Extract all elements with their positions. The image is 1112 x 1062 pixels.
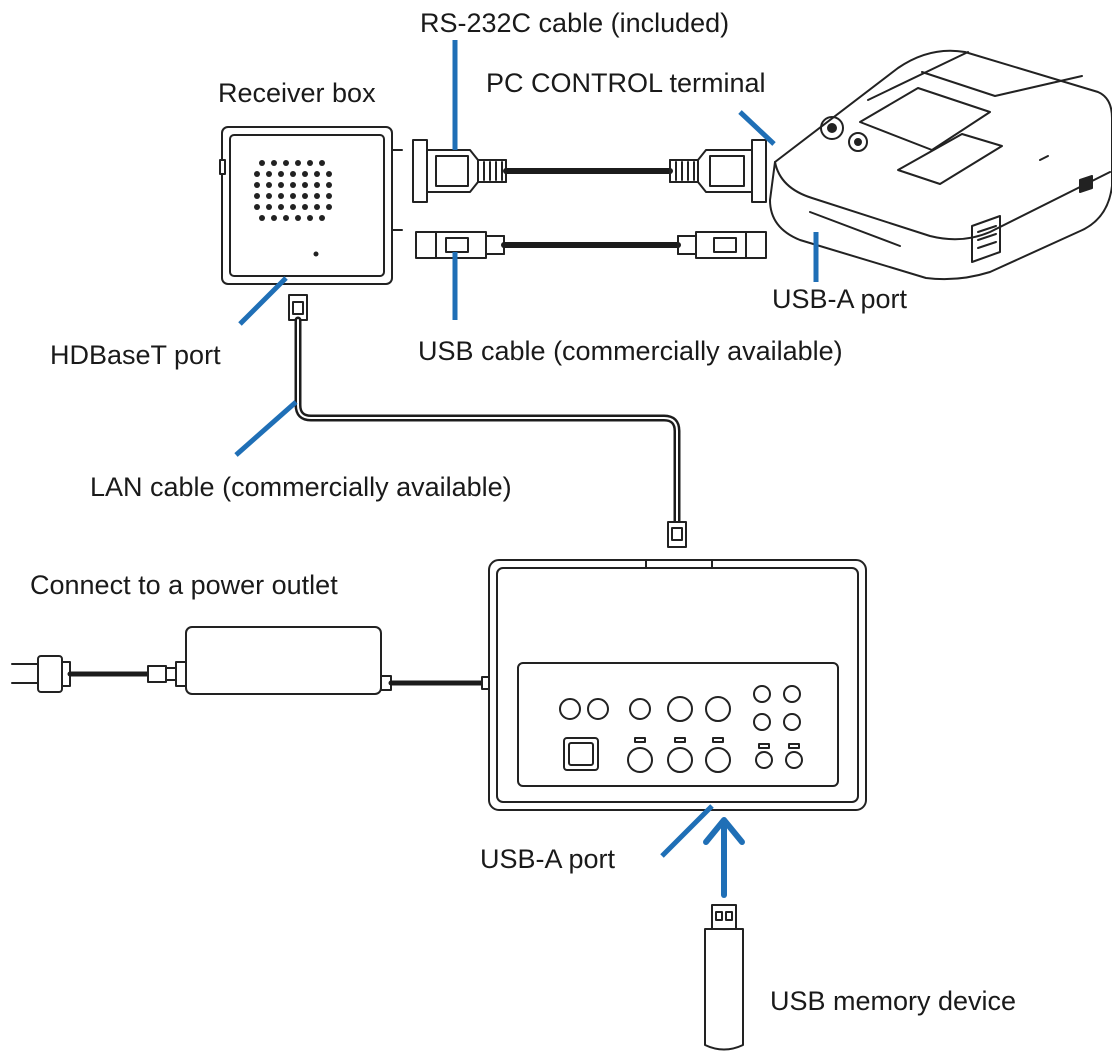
panel-button bbox=[785, 751, 803, 769]
panel-button bbox=[755, 751, 773, 769]
grille-hole bbox=[254, 182, 260, 188]
grille-hole bbox=[254, 193, 260, 199]
panel-button bbox=[667, 747, 693, 773]
label-usb-memory-device: USB memory device bbox=[770, 986, 1017, 1016]
grille-hole bbox=[319, 215, 325, 221]
panel-button bbox=[783, 685, 801, 703]
leader-hdbaset bbox=[238, 276, 288, 326]
grille-hole bbox=[266, 171, 272, 177]
grille-hole bbox=[314, 204, 320, 210]
usb-cable bbox=[415, 231, 767, 259]
leader-usb-a-transmitter bbox=[660, 804, 714, 858]
label-pc-control-terminal: PC CONTROL terminal bbox=[486, 68, 766, 98]
grille-hole bbox=[278, 171, 284, 177]
grille-hole bbox=[290, 182, 296, 188]
grille-hole bbox=[266, 204, 272, 210]
panel-led bbox=[788, 743, 800, 749]
label-hdbaset-port: HDBaseT port bbox=[50, 340, 221, 370]
grille-hole bbox=[290, 193, 296, 199]
grille-hole bbox=[326, 204, 332, 210]
panel-led bbox=[634, 737, 646, 743]
leader-lan bbox=[234, 400, 298, 457]
grille-hole bbox=[326, 171, 332, 177]
grille-hole bbox=[314, 193, 320, 199]
label-rs232c-cable: RS-232C cable (included) bbox=[420, 8, 730, 38]
grille-hole bbox=[290, 171, 296, 177]
grille-hole bbox=[295, 215, 301, 221]
grille-hole bbox=[259, 160, 265, 166]
grille-hole bbox=[278, 182, 284, 188]
panel-button bbox=[705, 696, 731, 722]
grille-hole bbox=[302, 193, 308, 199]
panel-button bbox=[753, 685, 771, 703]
label-usb-cable: USB cable (commercially available) bbox=[418, 336, 843, 366]
grille-hole bbox=[302, 204, 308, 210]
panel-button bbox=[629, 698, 651, 720]
panel-button bbox=[705, 747, 731, 773]
grille-hole bbox=[278, 204, 284, 210]
grille-hole bbox=[307, 160, 313, 166]
grille-hole bbox=[314, 171, 320, 177]
transmitter-buttons bbox=[559, 685, 803, 773]
grille-hole bbox=[302, 171, 308, 177]
grille-hole bbox=[283, 160, 289, 166]
receiver-grille bbox=[254, 160, 332, 221]
receiver-box bbox=[219, 126, 403, 285]
usb-insert-arrow bbox=[703, 817, 745, 898]
leader-pc-control bbox=[738, 110, 776, 146]
panel-button bbox=[753, 713, 771, 731]
projector bbox=[769, 49, 1112, 281]
receiver-lan-connector bbox=[288, 294, 308, 321]
grille-hole bbox=[271, 160, 277, 166]
grille-hole bbox=[271, 215, 277, 221]
panel-button bbox=[559, 698, 581, 720]
transmitter-box bbox=[488, 559, 867, 811]
grille-hole bbox=[254, 204, 260, 210]
panel-button bbox=[667, 696, 693, 722]
grille-hole bbox=[278, 193, 284, 199]
panel-led bbox=[712, 737, 724, 743]
grille-hole bbox=[326, 193, 332, 199]
usb-memory-stick bbox=[704, 904, 744, 1051]
grille-hole bbox=[319, 160, 325, 166]
grille-hole bbox=[314, 182, 320, 188]
grille-hole bbox=[302, 182, 308, 188]
grille-hole bbox=[283, 215, 289, 221]
label-power-outlet: Connect to a power outlet bbox=[30, 570, 338, 600]
grille-hole bbox=[295, 160, 301, 166]
transmitter-lan-connector bbox=[667, 521, 687, 548]
label-lan-cable: LAN cable (commercially available) bbox=[90, 472, 512, 502]
grille-hole bbox=[254, 171, 260, 177]
label-usb-a-port-transmitter: USB-A port bbox=[480, 844, 616, 874]
leader-lines bbox=[234, 40, 819, 858]
label-receiver-box: Receiver box bbox=[218, 78, 376, 108]
power-adapter bbox=[11, 626, 493, 695]
grille-hole bbox=[266, 182, 272, 188]
grille-hole bbox=[307, 215, 313, 221]
panel-led bbox=[674, 737, 686, 743]
grille-hole bbox=[266, 193, 272, 199]
grille-hole bbox=[259, 215, 265, 221]
grille-hole bbox=[326, 182, 332, 188]
panel-button bbox=[587, 698, 609, 720]
panel-button bbox=[627, 747, 653, 773]
grille-hole bbox=[290, 204, 296, 210]
panel-led bbox=[758, 743, 770, 749]
panel-button bbox=[783, 713, 801, 731]
rs232c-cable bbox=[412, 139, 767, 203]
label-usb-a-port-projector: USB-A port bbox=[772, 284, 908, 314]
